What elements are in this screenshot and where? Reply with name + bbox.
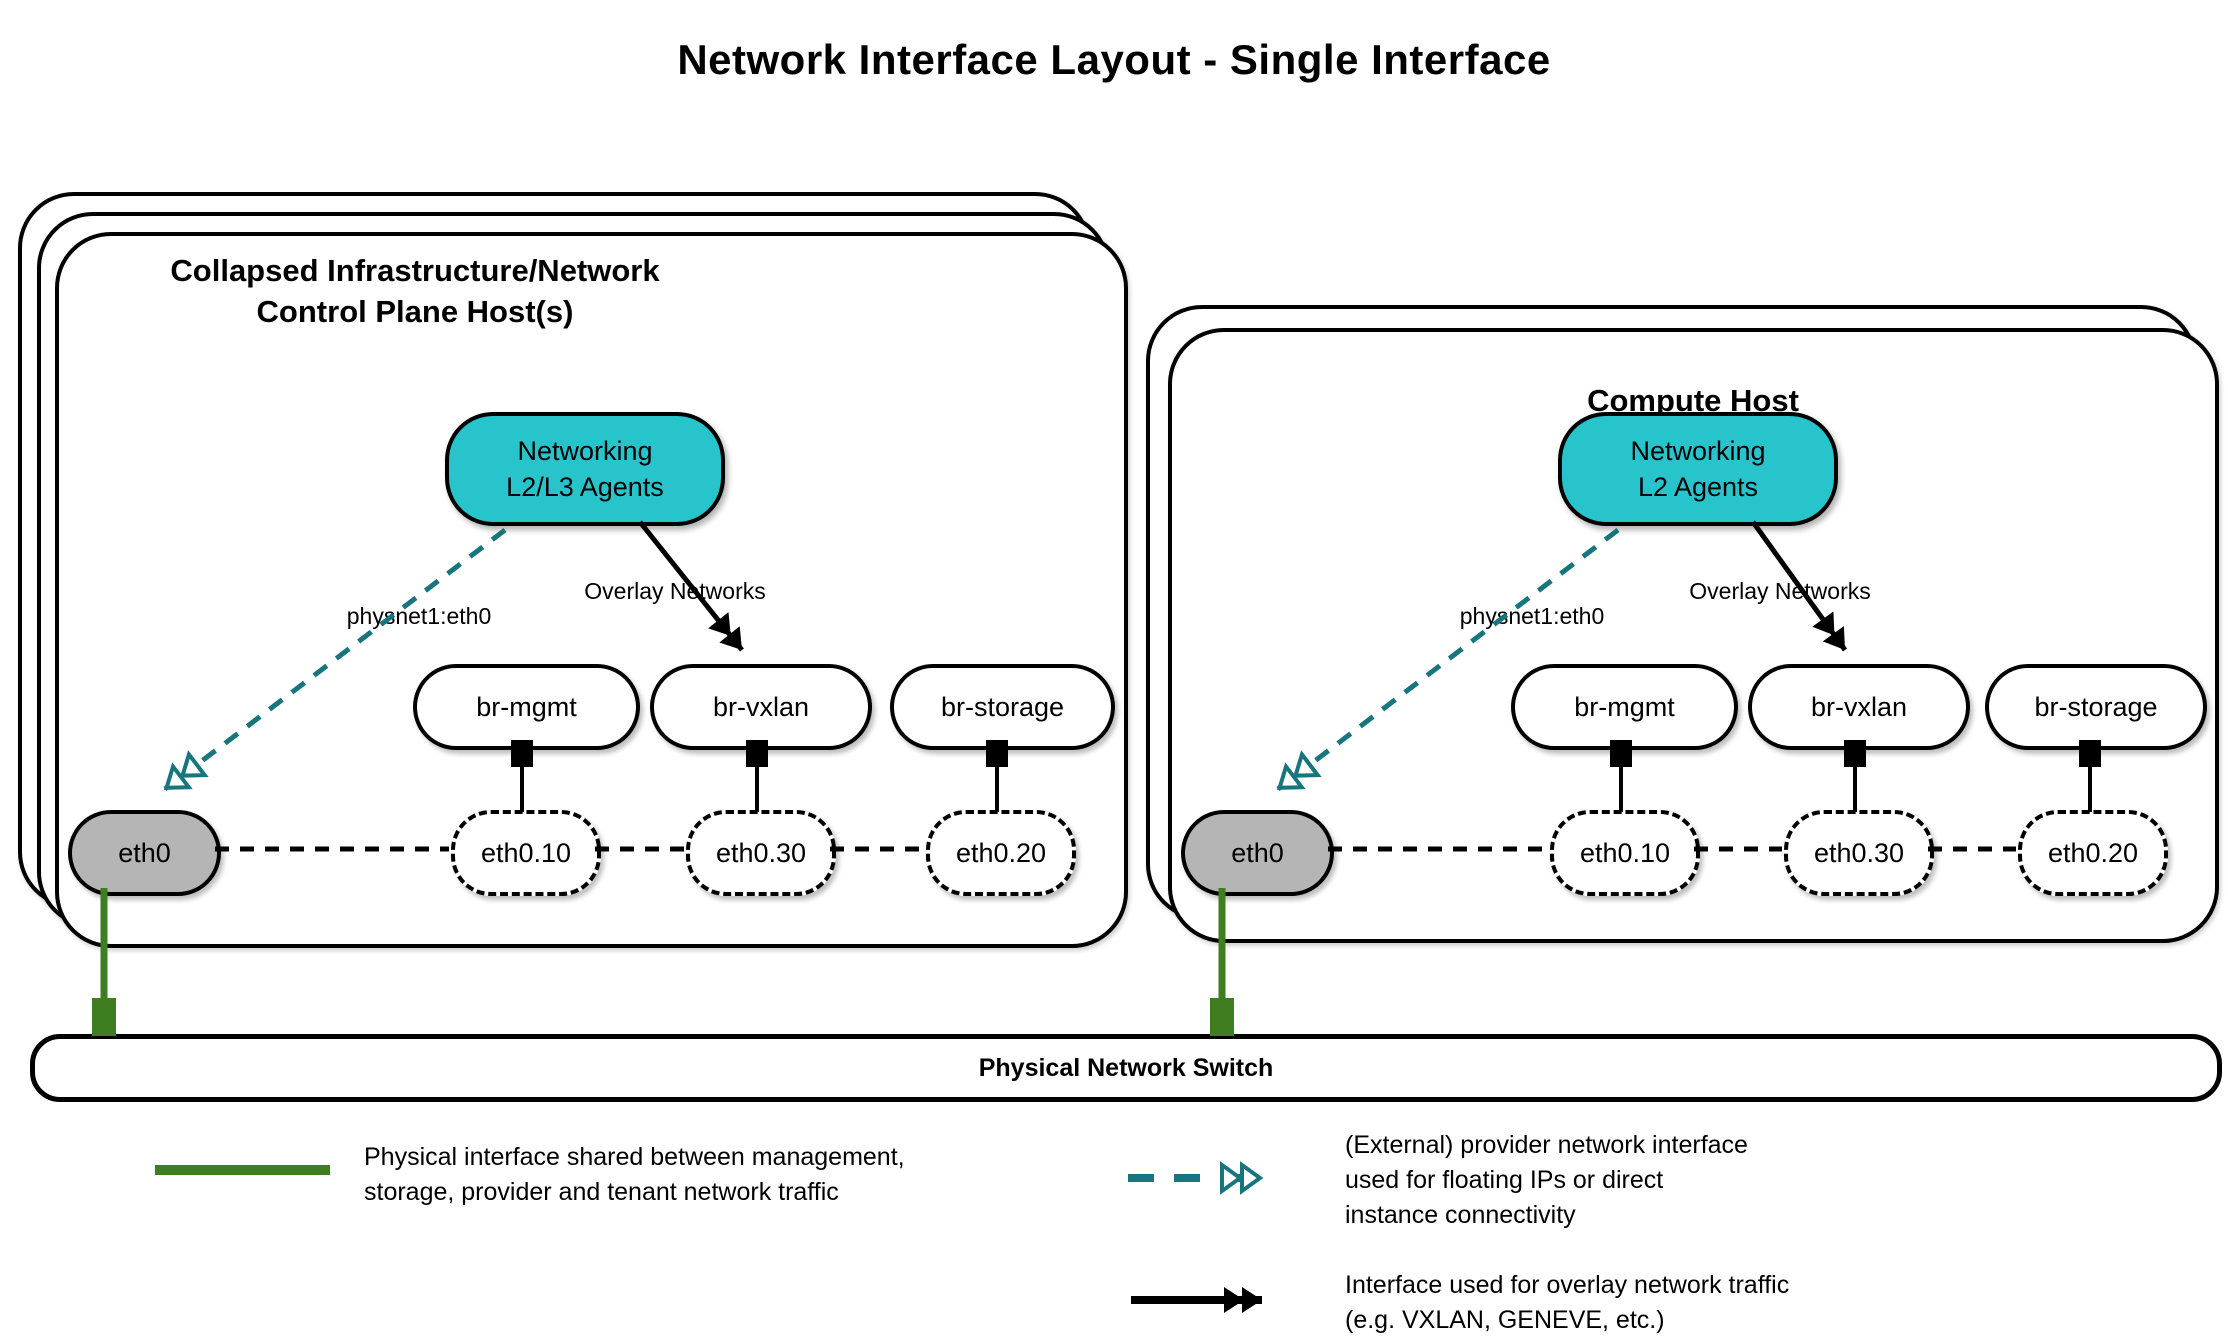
bridge-pill-br-storage: br-storage: [1985, 664, 2207, 750]
agent-label-line: Networking: [1630, 436, 1766, 466]
legend-line: (e.g. VXLAN, GENEVE, etc.): [1345, 1306, 1665, 1334]
l2-l3-agents-box: Networking L2/L3 Agents: [445, 412, 725, 526]
bridge-pill-br-vxlan: br-vxlan: [1748, 664, 1970, 750]
legend-overlay-interface-text: Interface used for overlay network traff…: [1345, 1268, 1789, 1338]
vlan-pill-eth0-20: eth0.20: [926, 810, 1076, 896]
legend-provider-interface-text: (External) provider network interface us…: [1345, 1128, 1748, 1233]
agent-label-line: L2/L3 Agents: [506, 472, 664, 502]
host-title-line: Collapsed Infrastructure/Network: [170, 253, 660, 288]
switch-label: Physical Network Switch: [978, 1053, 1274, 1082]
legend-line: (External) provider network interface: [1345, 1131, 1748, 1159]
agent-label-line: L2 Agents: [1637, 472, 1759, 502]
vlan-pill-eth0-30: eth0.30: [1784, 810, 1934, 896]
bridge-pill-br-mgmt: br-mgmt: [1511, 664, 1738, 750]
vlan-pill-eth0-10: eth0.10: [451, 810, 601, 896]
vlan-pill-eth0-30: eth0.30: [686, 810, 836, 896]
vlan-pill-eth0-10: eth0.10: [1550, 810, 1700, 896]
physical-network-switch: Physical Network Switch: [30, 1034, 2222, 1102]
legend-line: Physical interface shared between manage…: [364, 1143, 905, 1171]
bridge-pill-br-mgmt: br-mgmt: [413, 664, 640, 750]
provider-network-label: physnet1:eth0: [1459, 603, 1605, 629]
legend-line: Interface used for overlay network traff…: [1345, 1271, 1790, 1299]
nic-pill-eth0: eth0: [68, 810, 221, 896]
legend-line: storage, provider and tenant network tra…: [364, 1178, 839, 1206]
agent-label-line: Networking: [517, 436, 653, 466]
control-plane-host-title: Collapsed Infrastructure/Network Control…: [170, 250, 659, 332]
bridge-pill-br-storage: br-storage: [890, 664, 1115, 750]
overlay-networks-label: Overlay Networks: [584, 578, 766, 604]
overlay-networks-label: Overlay Networks: [1689, 578, 1871, 604]
provider-network-label: physnet1:eth0: [346, 603, 492, 629]
host-title-line: Control Plane Host(s): [256, 294, 574, 329]
legend-line: instance connectivity: [1345, 1201, 1576, 1229]
legend-physical-interface-text: Physical interface shared between manage…: [364, 1140, 905, 1210]
page-title: Network Interface Layout - Single Interf…: [677, 36, 1551, 83]
bridge-pill-br-vxlan: br-vxlan: [650, 664, 872, 750]
nic-pill-eth0: eth0: [1181, 810, 1334, 896]
legend-line: used for floating IPs or direct: [1345, 1166, 1664, 1194]
l2-agents-box: Networking L2 Agents: [1558, 412, 1838, 526]
vlan-pill-eth0-20: eth0.20: [2018, 810, 2168, 896]
